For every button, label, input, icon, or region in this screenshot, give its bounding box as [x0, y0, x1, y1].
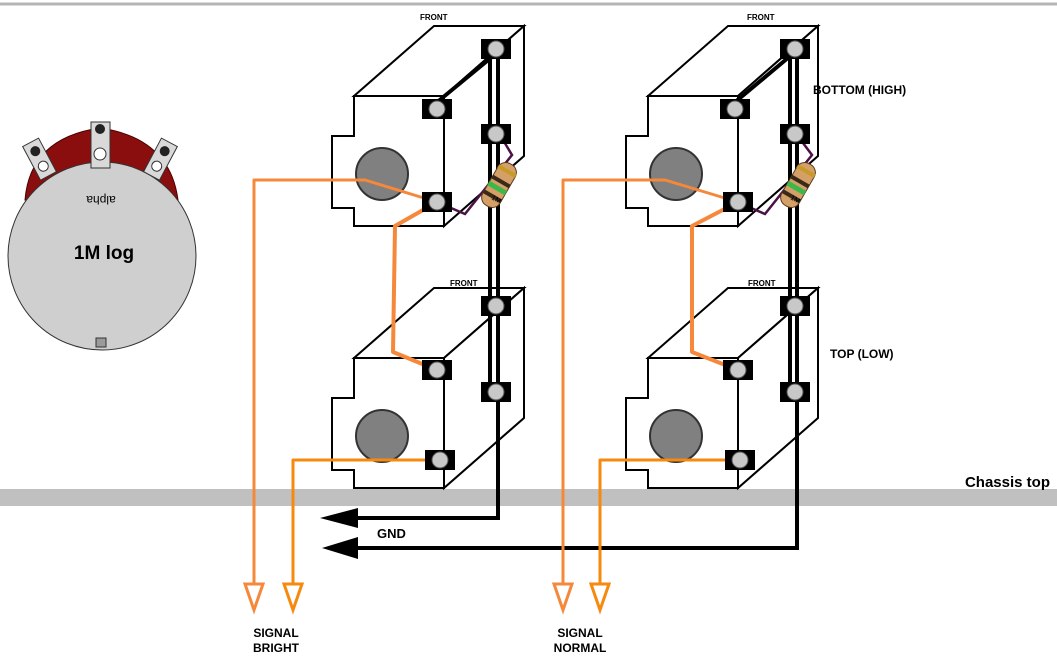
signal-normal-word: SIGNAL: [557, 626, 602, 640]
front-label-3: FRONT: [450, 279, 478, 288]
ground-wires: [355, 50, 799, 550]
switch-lug: [481, 124, 511, 144]
potentiometer: alpha 1M log: [7, 121, 197, 351]
switch-lug: [780, 124, 810, 144]
gnd-arrow-1: [320, 508, 358, 528]
switch-lug: [723, 192, 753, 212]
gnd-arrow-2: [322, 537, 358, 559]
front-label-4: FRONT: [748, 279, 776, 288]
switch-lug: [422, 99, 452, 119]
pot-lug-left: [21, 137, 58, 181]
switch-lug: [723, 360, 753, 380]
gnd-label: GND: [377, 526, 406, 541]
switch-lug: [720, 99, 750, 119]
pot-lug-center: [90, 121, 111, 169]
resistor-normal: 1M: [780, 162, 816, 208]
top-low-label: TOP (LOW): [830, 347, 894, 361]
switch-lug: [725, 450, 755, 470]
switch-lugs: [422, 39, 810, 470]
svg-text:1M: 1M: [490, 195, 502, 206]
switch-lug: [780, 296, 810, 316]
pot-brand-label: alpha: [86, 193, 116, 207]
switch-lug: [780, 39, 810, 59]
resistor-bright: 1M: [481, 162, 517, 208]
pot-lug-right: [142, 137, 179, 181]
signal-arrow-normal-1: [551, 582, 575, 615]
pot-tab: [95, 337, 107, 348]
svg-text:1M: 1M: [789, 195, 801, 206]
switch-lug: [481, 39, 511, 59]
signal-arrow-bright-2: [281, 582, 305, 615]
switch-lug: [422, 192, 452, 212]
signal-bright-word: SIGNAL: [253, 626, 298, 640]
chassis-top-bar: [0, 489, 1057, 506]
signal-bright-label: BRIGHT: [253, 641, 300, 655]
switch-lug: [422, 360, 452, 380]
pot-value-label: 1M log: [74, 243, 134, 264]
front-label-1: FRONT: [420, 13, 448, 22]
switch-lug: [425, 450, 455, 470]
switch-lug: [481, 296, 511, 316]
signal-arrow-normal-2: [588, 582, 612, 615]
front-label-2: FRONT: [747, 13, 775, 22]
signal-normal-label: NORMAL: [554, 641, 607, 655]
signal-wires: [252, 178, 740, 600]
switch-lug: [780, 382, 810, 402]
bottom-high-label: BOTTOM (HIGH): [813, 83, 906, 97]
switch-lug: [481, 382, 511, 402]
signal-arrow-bright-1: [242, 582, 266, 615]
chassis-top-label: Chassis top: [965, 474, 1050, 491]
